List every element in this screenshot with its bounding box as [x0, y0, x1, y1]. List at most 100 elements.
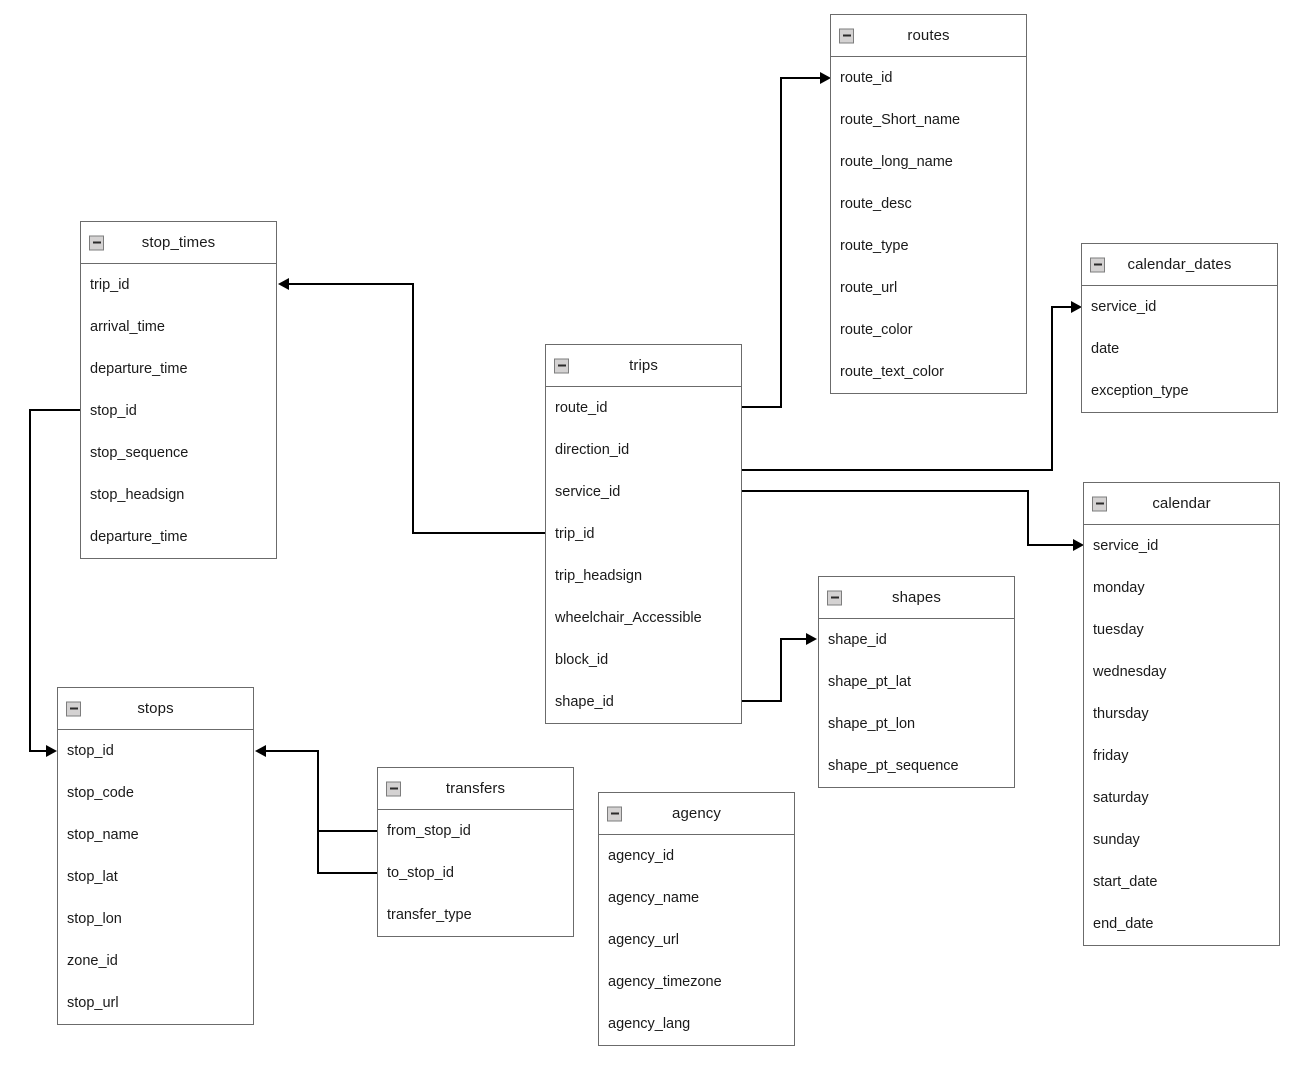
- field-row[interactable]: stop_lat: [67, 869, 118, 885]
- entity-title-stops: stops: [137, 700, 174, 717]
- field-row[interactable]: shape_id: [555, 694, 614, 710]
- field-row[interactable]: saturday: [1093, 790, 1149, 806]
- field-row[interactable]: transfer_type: [387, 907, 472, 923]
- connector-stoptimes-stops-seg-h1: [29, 409, 82, 411]
- connector-trips-calendar-arrowhead: [1073, 538, 1084, 551]
- field-row[interactable]: route_id: [840, 70, 893, 86]
- connector-trips-routes-seg-h1: [742, 406, 782, 408]
- field-row[interactable]: date: [1091, 341, 1120, 357]
- field-row[interactable]: departure_time: [90, 529, 188, 545]
- connector-stoptimes-stops-arrowhead: [46, 744, 57, 757]
- connector-trips-stoptimes-seg-h2: [289, 283, 413, 285]
- field-row[interactable]: stop_id: [90, 403, 137, 419]
- minus-box-icon[interactable]: [66, 701, 81, 716]
- entity-fields-transfers: from_stop_id to_stop_id transfer_type: [378, 810, 573, 936]
- minus-box-icon[interactable]: [1090, 257, 1105, 272]
- field-row[interactable]: wednesday: [1093, 664, 1167, 680]
- entity-header-transfers: transfers: [378, 768, 573, 810]
- minus-box-icon[interactable]: [1092, 496, 1107, 511]
- field-row[interactable]: stop_id: [67, 743, 114, 759]
- field-row[interactable]: route_desc: [840, 196, 912, 212]
- minus-box-icon[interactable]: [607, 806, 622, 821]
- entity-stop_times[interactable]: stop_times trip_id arrival_time departur…: [80, 221, 277, 559]
- field-row[interactable]: wheelchair_Accessible: [555, 610, 702, 626]
- field-row[interactable]: trip_id: [90, 277, 130, 293]
- field-row[interactable]: shape_id: [828, 632, 887, 648]
- field-row[interactable]: arrival_time: [90, 319, 165, 335]
- field-row[interactable]: route_text_color: [840, 364, 944, 380]
- field-row[interactable]: agency_lang: [608, 1016, 691, 1032]
- connector-trips-stoptimes-seg-v: [412, 283, 414, 533]
- minus-box-icon[interactable]: [839, 28, 854, 43]
- field-row[interactable]: stop_name: [67, 827, 139, 843]
- entity-fields-routes: route_id route_Short_name route_long_nam…: [831, 57, 1026, 393]
- field-row[interactable]: direction_id: [555, 442, 630, 458]
- field-row[interactable]: stop_sequence: [90, 445, 189, 461]
- entity-title-trips: trips: [629, 357, 658, 374]
- connector-trips-calendardates-seg-v: [1051, 306, 1053, 470]
- connector-transfers-stops-seg-h2: [266, 750, 319, 752]
- entity-agency[interactable]: agency agency_id agency_name agency_url …: [598, 792, 795, 1046]
- entity-fields-trips: route_id direction_id service_id trip_id…: [546, 387, 741, 723]
- minus-box-icon[interactable]: [554, 358, 569, 373]
- field-row[interactable]: thursday: [1093, 706, 1149, 722]
- entity-routes[interactable]: routes route_id route_Short_name route_l…: [830, 14, 1027, 394]
- field-row[interactable]: agency_timezone: [608, 974, 722, 990]
- entity-stops[interactable]: stops stop_id stop_code stop_name stop_l…: [57, 687, 254, 1025]
- minus-box-icon[interactable]: [386, 781, 401, 796]
- connector-trips-calendar-seg-h2: [1027, 544, 1077, 546]
- entity-trips[interactable]: trips route_id direction_id service_id t…: [545, 344, 742, 724]
- field-row[interactable]: zone_id: [67, 953, 118, 969]
- entity-transfers[interactable]: transfers from_stop_id to_stop_id transf…: [377, 767, 574, 937]
- field-row[interactable]: stop_code: [67, 785, 134, 801]
- field-row[interactable]: stop_lon: [67, 911, 122, 927]
- field-row[interactable]: departure_time: [90, 361, 188, 377]
- entity-title-shapes: shapes: [892, 589, 941, 606]
- entity-shapes[interactable]: shapes shape_id shape_pt_lat shape_pt_lo…: [818, 576, 1015, 788]
- field-row[interactable]: start_date: [1093, 874, 1158, 890]
- connector-trips-shapes-arrowhead: [806, 632, 817, 645]
- entity-calendar[interactable]: calendar service_id monday tuesday wedne…: [1083, 482, 1280, 946]
- field-row[interactable]: block_id: [555, 652, 609, 668]
- field-row[interactable]: stop_url: [67, 995, 119, 1011]
- field-row[interactable]: shape_pt_lon: [828, 716, 916, 732]
- entity-calendar_dates[interactable]: calendar_dates service_id date exception…: [1081, 243, 1278, 413]
- minus-box-icon[interactable]: [827, 590, 842, 605]
- field-row[interactable]: to_stop_id: [387, 865, 454, 881]
- field-row[interactable]: route_Short_name: [840, 112, 961, 128]
- entity-title-calendar: calendar: [1152, 495, 1211, 512]
- field-row[interactable]: end_date: [1093, 916, 1154, 932]
- field-row[interactable]: tuesday: [1093, 622, 1144, 638]
- field-row[interactable]: route_long_name: [840, 154, 953, 170]
- connector-transfers-stops-arrowhead: [255, 744, 266, 757]
- entity-title-stop_times: stop_times: [141, 234, 216, 251]
- field-row[interactable]: agency_url: [608, 932, 679, 948]
- field-row[interactable]: agency_name: [608, 890, 700, 906]
- field-row[interactable]: trip_headsign: [555, 568, 643, 584]
- field-row[interactable]: route_id: [555, 400, 608, 416]
- field-row[interactable]: agency_id: [608, 848, 675, 864]
- field-row[interactable]: trip_id: [555, 526, 595, 542]
- connector-trips-calendar-seg-v: [1027, 490, 1029, 545]
- field-row[interactable]: route_url: [840, 280, 898, 296]
- field-row[interactable]: from_stop_id: [387, 823, 471, 839]
- field-row[interactable]: service_id: [1093, 538, 1159, 554]
- field-row[interactable]: sunday: [1093, 832, 1140, 848]
- field-row[interactable]: shape_pt_sequence: [828, 758, 959, 774]
- field-row[interactable]: service_id: [555, 484, 621, 500]
- field-row[interactable]: exception_type: [1091, 383, 1189, 399]
- connector-transfers-to-stops-seg-h1: [317, 872, 378, 874]
- field-row[interactable]: route_color: [840, 322, 913, 338]
- connector-stoptimes-stops-seg-v: [29, 409, 31, 751]
- entity-header-stops: stops: [58, 688, 253, 730]
- minus-box-icon[interactable]: [89, 235, 104, 250]
- field-row[interactable]: service_id: [1091, 299, 1157, 315]
- field-row[interactable]: shape_pt_lat: [828, 674, 912, 690]
- field-row[interactable]: route_type: [840, 238, 909, 254]
- entity-fields-agency: agency_id agency_name agency_url agency_…: [599, 835, 794, 1045]
- field-row[interactable]: monday: [1093, 580, 1145, 596]
- field-row[interactable]: stop_headsign: [90, 487, 185, 503]
- field-row[interactable]: friday: [1093, 748, 1129, 764]
- entity-fields-stop_times: trip_id arrival_time departure_time stop…: [81, 264, 276, 558]
